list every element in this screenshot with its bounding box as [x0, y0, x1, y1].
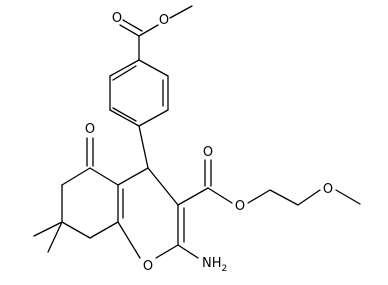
- c4-c4a: [117, 167, 149, 186]
- carbonyl-bond-a: [119, 24, 140, 37]
- benzene-bond: [138, 59, 169, 77]
- c7-c8: [61, 221, 91, 239]
- o-ch2: [247, 189, 271, 204]
- aryl-c4-link: [138, 125, 149, 169]
- benzene-bond: [109, 59, 140, 77]
- c8a-o1: [117, 221, 141, 259]
- benzene-ring: [109, 59, 169, 127]
- benzene-bond: [109, 109, 140, 127]
- amino-subscript: 2: [222, 264, 228, 274]
- benzene-double-inner: [112, 107, 137, 122]
- carbonyl-bond-b: [122, 19, 143, 32]
- ring-oxygen-label: O: [143, 259, 153, 274]
- c4a-c5: [89, 167, 119, 186]
- side-carbonyl-oxygen-label: O: [203, 145, 213, 160]
- c8-c8a: [89, 221, 119, 239]
- o-methyl: [335, 189, 361, 205]
- top-ether-oxygen-label: O: [159, 13, 169, 28]
- cyclohexanone-ring: O: [33, 122, 119, 253]
- c3-c4: [147, 167, 179, 206]
- ester-o-bond: [207, 187, 233, 204]
- benzene-bond: [138, 109, 169, 127]
- side-ether-oxygen-label: O: [235, 199, 245, 214]
- chromene-core: O: [117, 167, 185, 274]
- ketone-oxygen-label: O: [85, 122, 95, 137]
- o1-c2: [155, 244, 179, 259]
- aryl-c4-bond: [138, 125, 149, 169]
- ch2-ch2: [269, 189, 299, 206]
- c3-carbonyl: [177, 187, 209, 206]
- top-carbonyl-oxygen-label: O: [112, 11, 122, 26]
- benzene-double-inner: [112, 65, 137, 81]
- methyl-a: [33, 221, 63, 237]
- side-ester-group: O O O: [177, 145, 361, 214]
- amino-group: NH2: [177, 244, 227, 274]
- methyl-b: [47, 221, 63, 253]
- methyl-bond: [169, 5, 193, 19]
- ester-o-bond: [138, 24, 159, 37]
- ch2-o: [297, 189, 321, 206]
- amino-nh: NH: [202, 256, 222, 271]
- c2-n-bond: [177, 244, 199, 259]
- amino-label: NH2: [202, 256, 227, 274]
- methoxy-oxygen-label: O: [323, 182, 333, 197]
- c5-c6: [61, 167, 91, 186]
